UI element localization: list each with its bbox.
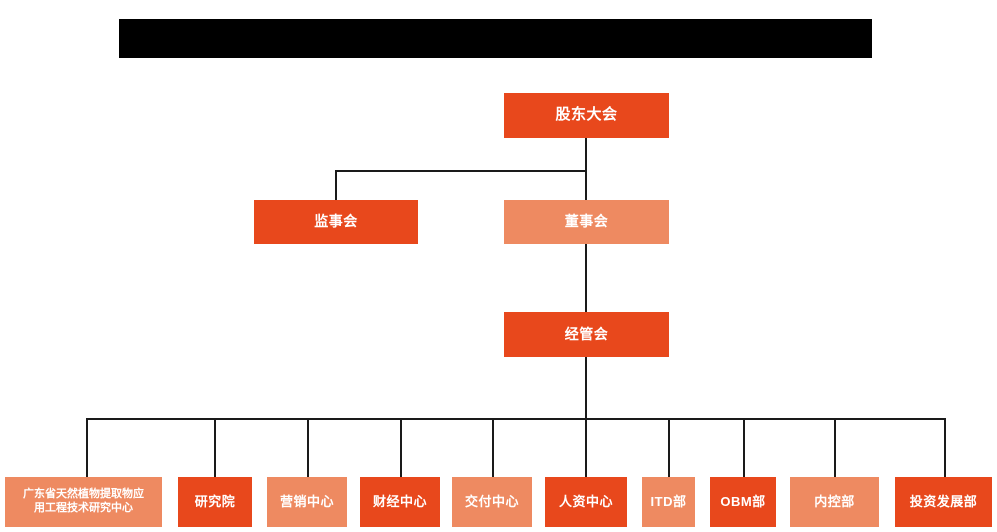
node-marketing-center[interactable]: 营销中心 — [267, 477, 347, 527]
connector-drop-marketing-center — [307, 418, 309, 477]
redacted-title-bar — [119, 19, 872, 58]
connector-to-directors — [585, 170, 587, 200]
node-label-line2: 用工程技术研究中心 — [34, 502, 133, 514]
node-board-of-supervisors[interactable]: 监事会 — [254, 200, 418, 244]
connector-drop-delivery-center — [492, 418, 494, 477]
node-management-committee[interactable]: 经管会 — [504, 312, 669, 357]
connector-shareholders-down — [585, 138, 587, 171]
connector-to-supervisors — [335, 170, 337, 200]
connector-drop-obm-department — [743, 418, 745, 477]
node-gd-plant-extract-center[interactable]: 广东省天然植物提取物应 用工程技术研究中心 — [5, 477, 162, 527]
node-obm-department[interactable]: OBM部 — [710, 477, 776, 527]
connector-drop-gd-plant-extract-center — [86, 418, 88, 477]
node-label-line1: 广东省天然植物提取物应 — [23, 488, 144, 501]
node-shareholders-meeting[interactable]: 股东大会 — [504, 93, 669, 138]
node-hr-center[interactable]: 人资中心 — [545, 477, 627, 527]
node-itd-department[interactable]: ITD部 — [642, 477, 695, 527]
node-investment-development-department[interactable]: 投资发展部 — [895, 477, 992, 527]
node-finance-center[interactable]: 财经中心 — [360, 477, 440, 527]
connector-level4-bus — [86, 418, 945, 420]
connector-drop-hr-center — [585, 418, 587, 477]
connector-management-down — [585, 357, 587, 419]
connector-drop-itd-department — [668, 418, 670, 477]
connector-drop-finance-center — [400, 418, 402, 477]
node-internal-control-department[interactable]: 内控部 — [790, 477, 879, 527]
node-board-of-directors[interactable]: 董事会 — [504, 200, 669, 244]
node-delivery-center[interactable]: 交付中心 — [452, 477, 532, 527]
node-research-institute[interactable]: 研究院 — [178, 477, 252, 527]
connector-drop-investment-development-department — [944, 418, 946, 477]
connector-directors-to-management — [585, 244, 587, 312]
connector-drop-internal-control-department — [834, 418, 836, 477]
connector-drop-research-institute — [214, 418, 216, 477]
connector-level2-bus — [335, 170, 587, 172]
